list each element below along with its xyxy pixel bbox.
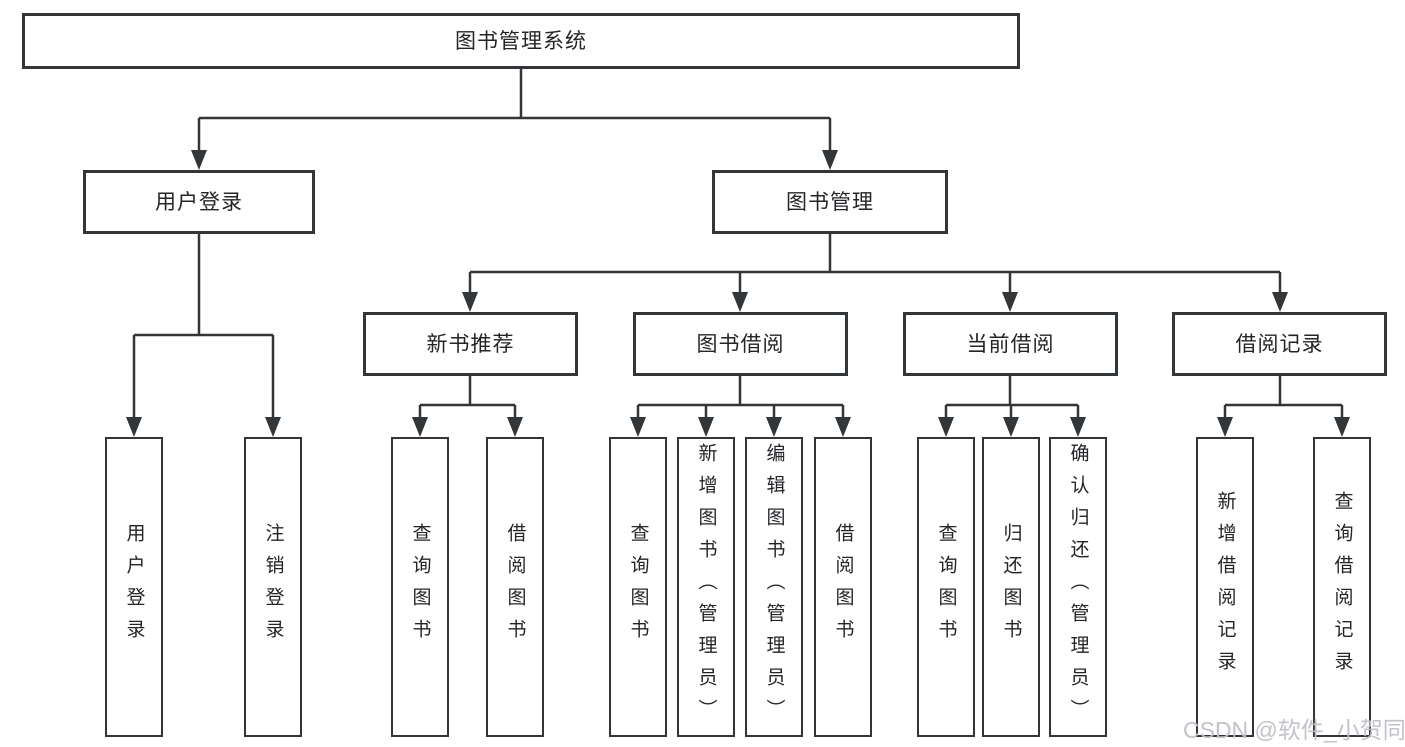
leaf-confirm-return-admin: 确认归还（管理员）: [1049, 437, 1107, 737]
node-user-login: 用户登录: [83, 170, 315, 234]
node-label: 查询借阅记录: [1331, 491, 1353, 683]
leaf-user-login: 用户登录: [105, 437, 163, 737]
leaf-borrow-books-recommend: 借阅图书: [486, 437, 544, 737]
csdn-watermark: CSDN @软件_小贺同学: [1183, 717, 1405, 743]
node-label: 用户登录: [155, 190, 243, 214]
leaf-edit-books-admin: 编辑图书（管理员）: [745, 437, 803, 737]
leaf-return-books: 归还图书: [982, 437, 1040, 737]
node-label: 图书管理: [786, 190, 874, 214]
leaf-query-books-borrowing: 查询图书: [609, 437, 667, 737]
node-label: 归还图书: [1000, 523, 1022, 651]
node-label: 图书管理系统: [455, 29, 587, 53]
node-borrowing-records: 借阅记录: [1172, 312, 1387, 376]
leaf-query-books-recommend: 查询图书: [391, 437, 449, 737]
leaf-add-borrowing-record: 新增借阅记录: [1196, 437, 1254, 737]
node-book-management: 图书管理: [712, 170, 948, 234]
node-current-borrowing: 当前借阅: [903, 312, 1118, 376]
node-book-borrowing: 图书借阅: [633, 312, 848, 376]
node-label: 编辑图书（管理员）: [763, 443, 785, 731]
node-label: 确认归还（管理员）: [1067, 443, 1089, 731]
node-library-management-system: 图书管理系统: [22, 13, 1020, 69]
node-label: 借阅记录: [1235, 332, 1324, 356]
node-label: 查询图书: [409, 523, 431, 651]
leaf-logout: 注销登录: [244, 437, 302, 737]
leaf-add-books-admin: 新增图书（管理员）: [677, 437, 735, 737]
node-label: 借阅图书: [832, 523, 854, 651]
leaf-query-books-current: 查询图书: [917, 437, 975, 737]
node-label: 新增借阅记录: [1214, 491, 1236, 683]
node-new-book-recommendation: 新书推荐: [363, 312, 578, 376]
node-label: 借阅图书: [504, 523, 526, 651]
node-label: 用户登录: [123, 523, 145, 651]
node-label: 查询图书: [627, 523, 649, 651]
leaf-borrow-books-borrowing: 借阅图书: [814, 437, 872, 737]
node-label: 图书借阅: [696, 332, 785, 356]
node-label: 新增图书（管理员）: [695, 443, 717, 731]
node-label: 当前借阅: [966, 332, 1055, 356]
node-label: 查询图书: [935, 523, 957, 651]
leaf-query-borrowing-record: 查询借阅记录: [1313, 437, 1371, 737]
node-label: 注销登录: [262, 523, 284, 651]
node-label: 新书推荐: [426, 332, 515, 356]
